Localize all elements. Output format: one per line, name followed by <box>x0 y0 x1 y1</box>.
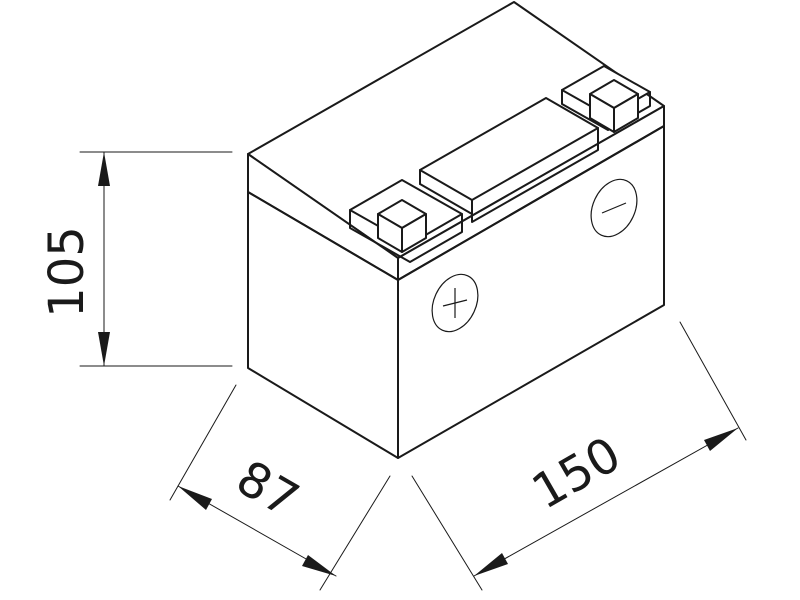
negative-terminal <box>589 79 639 133</box>
width-arrow-left <box>474 553 508 576</box>
height-arrow-top <box>98 152 110 186</box>
depth-arrow-right <box>302 555 336 576</box>
positive-symbol <box>431 273 479 333</box>
vent-channel-wall <box>471 127 599 223</box>
height-arrow-bottom <box>98 332 110 366</box>
height-dimension: 105 <box>39 151 233 367</box>
depth-arrow-left <box>178 486 212 510</box>
negative-symbol <box>590 178 638 238</box>
width-arrow-right <box>704 428 738 451</box>
positive-terminal <box>377 199 427 253</box>
depth-label: 87 <box>227 450 308 529</box>
lid-seam <box>247 125 665 281</box>
height-label: 105 <box>39 226 95 318</box>
width-label: 150 <box>523 426 630 520</box>
